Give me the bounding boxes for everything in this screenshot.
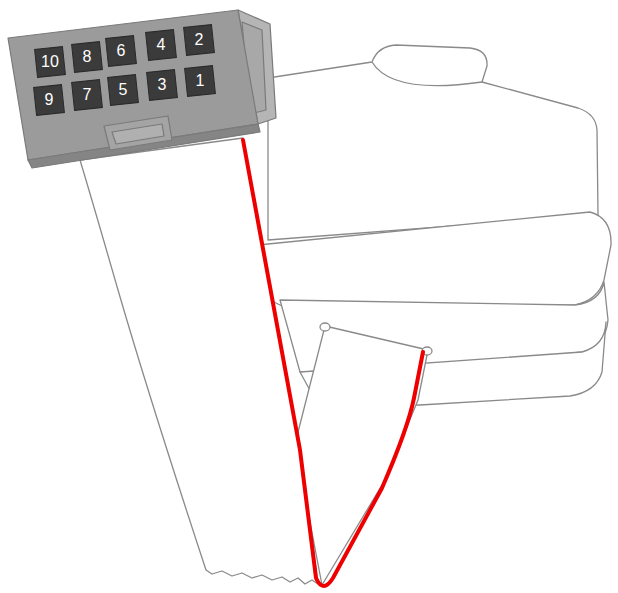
pin-socket <box>72 42 103 73</box>
connector-latch <box>104 116 172 150</box>
pin-number: 4 <box>157 37 166 53</box>
pin-number: 2 <box>195 32 204 48</box>
pin-number: 5 <box>119 82 128 98</box>
pin-number: 10 <box>41 54 59 70</box>
pin-socket <box>184 25 215 56</box>
pin-socket <box>147 70 178 101</box>
pin-number: 3 <box>158 77 167 93</box>
device-body <box>268 45 598 240</box>
pin-socket <box>34 85 65 116</box>
pin1-wire <box>243 140 423 586</box>
connector-edge <box>28 124 260 168</box>
pin-number: 8 <box>83 49 92 65</box>
pin-number: 9 <box>45 92 54 108</box>
pin-number: 6 <box>117 43 126 59</box>
connector-latch <box>112 124 164 144</box>
pin-number: 1 <box>196 73 205 89</box>
pin-socket <box>185 66 216 97</box>
pin-socket <box>106 36 137 67</box>
pin-number: 7 <box>83 87 92 103</box>
device-tab <box>372 62 482 86</box>
ribbon-cable <box>296 326 428 585</box>
pin-socket <box>72 80 103 111</box>
pin-socket <box>108 75 139 106</box>
pin-socket <box>146 30 177 61</box>
pin-socket <box>35 47 66 78</box>
ribbon-eyelet <box>320 323 330 331</box>
